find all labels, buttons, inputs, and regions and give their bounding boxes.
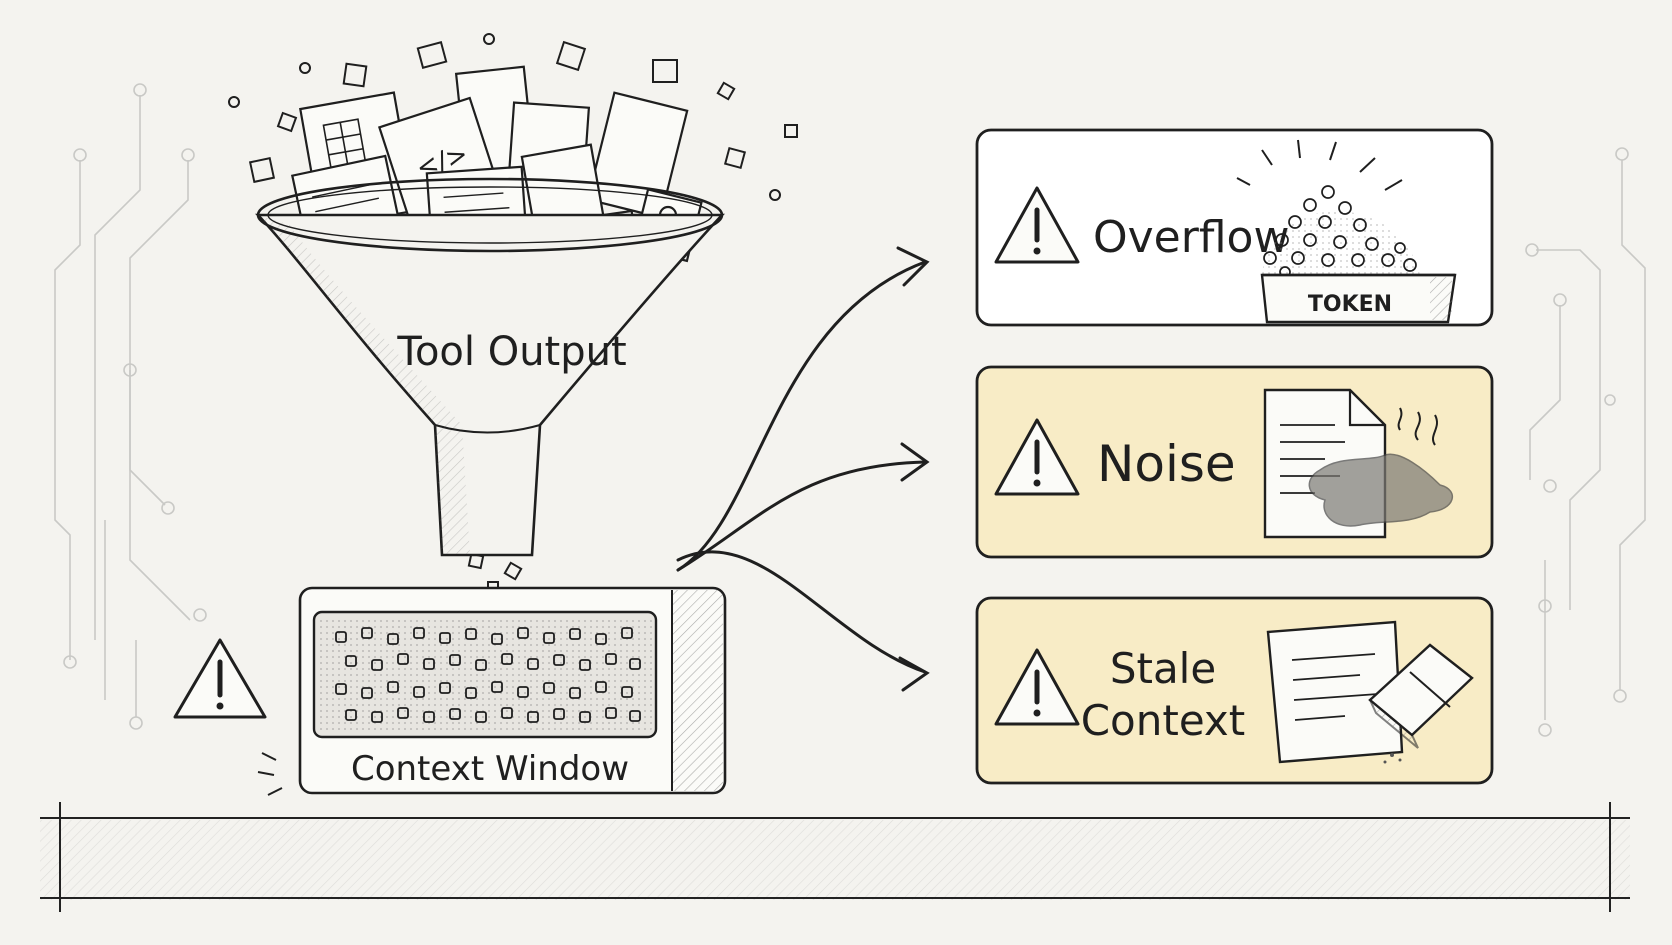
funnel-label: Tool Output [396, 329, 626, 375]
warning-icon [994, 418, 1080, 496]
arrow-icon [676, 442, 930, 572]
stained-document-icon [1263, 388, 1454, 539]
token-badge: TOKEN [1308, 292, 1392, 317]
issue-title-noise: Noise [1097, 435, 1236, 493]
issue-card-stale-context: Stale Context [975, 596, 1494, 785]
warning-icon [994, 186, 1080, 264]
issue-card-noise: Noise [975, 365, 1494, 559]
issue-card-overflow: Overflow TOKEN [975, 128, 1494, 327]
issue-title-stale-line-1: Stale [1110, 644, 1216, 693]
arrow-icon [676, 246, 930, 572]
eraser-icon [1368, 643, 1474, 764]
issue-title-overflow: Overflow [1093, 212, 1289, 263]
warning-icon [994, 648, 1080, 726]
context-window-box [257, 586, 727, 796]
baseline-shelf [40, 802, 1630, 912]
context-window-label: Context Window [351, 749, 629, 789]
context-tokens [335, 627, 641, 723]
arrow-icon [676, 550, 930, 692]
funnel [255, 177, 725, 557]
arrows [676, 246, 930, 692]
impact-marks [257, 752, 283, 796]
circuit-traces-right [1525, 147, 1646, 737]
flying-fragments [228, 33, 798, 201]
funnel-rim [256, 177, 724, 253]
document-icon [1266, 620, 1404, 764]
warning-icon [173, 638, 267, 719]
issue-title-stale-line-2: Context [1081, 696, 1246, 745]
circuit-traces-left [54, 83, 207, 730]
token-bucket-icon: TOKEN [1236, 139, 1457, 324]
